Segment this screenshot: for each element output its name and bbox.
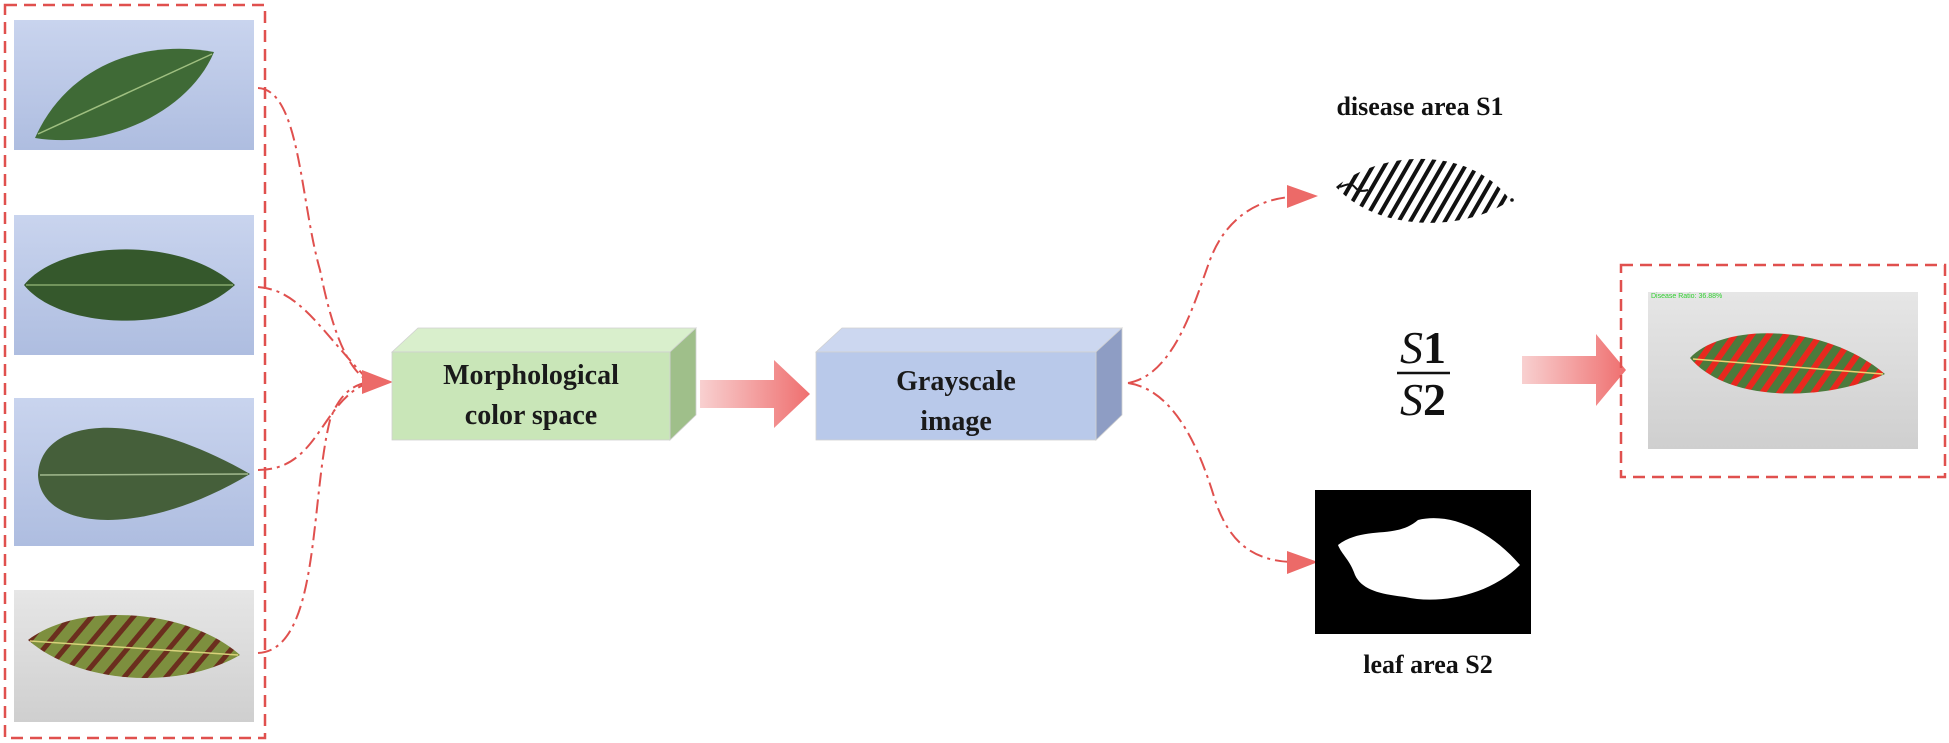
arrowhead-to-leaf: [1287, 551, 1318, 574]
leaf-photo-1: [14, 20, 254, 150]
result-frame: [1619, 263, 1947, 479]
leaf-photo-3: [14, 398, 254, 546]
leaf-area-image: [1315, 490, 1531, 634]
disease-area-label: disease area S1: [1336, 92, 1504, 121]
grayscale-label-line1: Grayscale: [896, 366, 1016, 397]
numerator-index: 1: [1423, 322, 1446, 373]
grayscale-label: Grayscale image: [816, 362, 1096, 442]
arrowhead-to-disease: [1287, 185, 1318, 208]
grayscale-label-line2: image: [920, 406, 992, 437]
grayscale-box: [814, 327, 1124, 441]
morphological-label-line1: Morphological: [443, 360, 619, 391]
result-caption: Disease Ratio: 36.88%: [1651, 293, 1723, 300]
split-connectors: [1127, 196, 1291, 563]
morphological-label: Morphological color space: [392, 356, 670, 436]
morphological-label-line2: color space: [464, 400, 598, 431]
result-image: [1648, 292, 1918, 449]
denominator-index: 2: [1423, 374, 1446, 425]
leaf-area-label: leaf area S2: [1363, 650, 1493, 679]
leaf-photo-4: [14, 590, 254, 722]
disease-area-image: [1336, 158, 1514, 223]
ratio-numerator: S1: [1388, 321, 1458, 374]
morph-to-gray-arrow: [700, 360, 810, 428]
morphological-box: [390, 327, 698, 441]
morph-input-arrowhead: [362, 370, 393, 394]
input-frame: [3, 3, 267, 740]
ratio-to-result-arrow: [1522, 334, 1626, 406]
ratio-denominator: S2: [1388, 373, 1458, 426]
numerator-variable: S: [1400, 322, 1423, 373]
input-connectors: [257, 87, 371, 654]
denominator-variable: S: [1400, 374, 1423, 425]
leaf-photo-2: [14, 215, 254, 355]
